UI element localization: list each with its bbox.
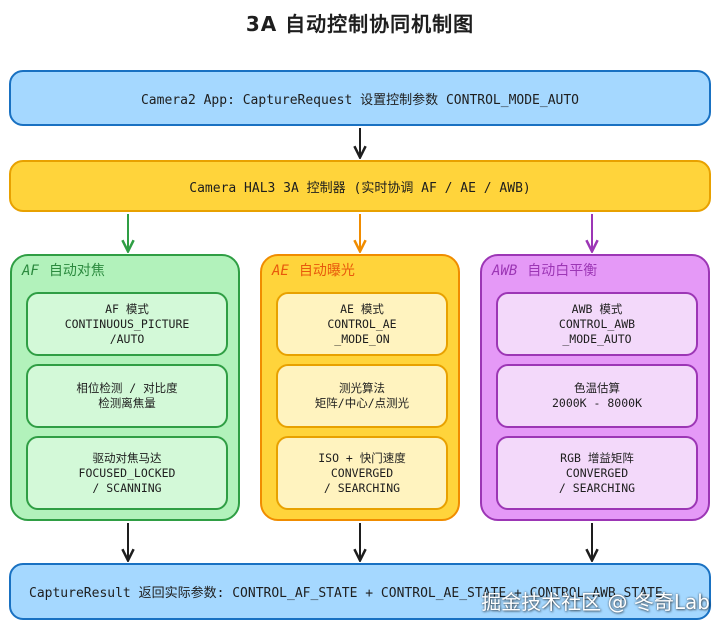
app-layer-box: Camera2 App: CaptureRequest 设置控制参数 CONTR… bbox=[9, 70, 711, 126]
awb-colortemp-card-line: 色温估算 bbox=[574, 381, 620, 395]
af-detect-card-line: 相位检测 / 对比度 bbox=[76, 381, 178, 395]
ae-mode-card: AE 模式 CONTROL_AE _MODE_ON bbox=[276, 292, 448, 356]
af-detect-card: 相位检测 / 对比度 检测离焦量 bbox=[26, 364, 228, 428]
awb-name: 自动白平衡 bbox=[527, 263, 598, 279]
ae-abbr: AE bbox=[272, 263, 289, 279]
awb-mode-card-line: CONTROL_AWB bbox=[558, 316, 636, 331]
ae-exposure-card: ISO + 快门速度 CONVERGED / SEARCHING bbox=[276, 436, 448, 510]
awb-mode-card-line: _MODE_AUTO bbox=[562, 331, 632, 346]
ae-mode-card-line: _MODE_ON bbox=[334, 331, 390, 346]
ae-metering-card: 测光算法 矩阵/中心/点测光 bbox=[276, 364, 448, 428]
awb-mode-card-line: AWB 模式 bbox=[571, 301, 623, 316]
ae-name: 自动曝光 bbox=[298, 263, 355, 279]
ae-panel-title: AE 自动曝光 bbox=[272, 260, 355, 280]
af-motor-card-line: FOCUSED_LOCKED bbox=[78, 465, 176, 480]
awb-abbr: AWB bbox=[492, 263, 518, 279]
result-layer-box: CaptureResult 返回实际参数: CONTROL_AF_STATE +… bbox=[9, 563, 711, 620]
ae-exposure-card-line: / SEARCHING bbox=[323, 480, 401, 495]
ae-panel: AE 自动曝光 AE 模式 CONTROL_AE _MODE_ON 测光算法 矩阵… bbox=[260, 254, 460, 521]
ae-exposure-card-line: ISO + 快门速度 bbox=[318, 450, 406, 465]
awb-mode-card: AWB 模式 CONTROL_AWB _MODE_AUTO bbox=[496, 292, 698, 356]
af-panel: AF 自动对焦 AF 模式 CONTINUOUS_PICTURE /AUTO 相位… bbox=[10, 254, 240, 521]
af-motor-card-line: / SCANNING bbox=[92, 480, 162, 495]
ae-mode-card-line: AE 模式 bbox=[340, 301, 384, 316]
ae-exposure-card-line: CONVERGED bbox=[330, 465, 394, 480]
af-detect-card-line: 检测离焦量 bbox=[98, 396, 156, 410]
diagram-title: 3A 自动控制协同机制图 bbox=[245, 12, 475, 36]
hal-layer-box: Camera HAL3 3A 控制器 (实时协调 AF / AE / AWB) bbox=[9, 160, 711, 212]
result-layer-label: CaptureResult 返回实际参数: CONTROL_AF_STATE +… bbox=[29, 586, 663, 601]
af-motor-card: 驱动对焦马达 FOCUSED_LOCKED / SCANNING bbox=[26, 436, 228, 510]
af-panel-title: AF 自动对焦 bbox=[22, 260, 105, 280]
awb-gain-card-line: CONVERGED bbox=[565, 465, 629, 480]
af-mode-card: AF 模式 CONTINUOUS_PICTURE /AUTO bbox=[26, 292, 228, 356]
awb-colortemp-card: 色温估算 2000K - 8000K bbox=[496, 364, 698, 428]
awb-gain-card-line: / SEARCHING bbox=[558, 480, 636, 495]
af-abbr: AF bbox=[22, 263, 39, 279]
watermark: 掘金技术社区 @ 冬奇Lab bbox=[481, 590, 710, 614]
awb-panel: AWB 自动白平衡 AWB 模式 CONTROL_AWB _MODE_AUTO 色… bbox=[480, 254, 710, 521]
hal-layer-label: Camera HAL3 3A 控制器 (实时协调 AF / AE / AWB) bbox=[189, 180, 531, 196]
ae-metering-card-line: 测光算法 bbox=[339, 381, 385, 395]
ae-mode-card-line: CONTROL_AE bbox=[327, 316, 397, 331]
ae-metering-card-line: 矩阵/中心/点测光 bbox=[314, 396, 410, 410]
af-motor-card-line: 驱动对焦马达 bbox=[92, 450, 162, 465]
awb-colortemp-card-line: 2000K - 8000K bbox=[551, 396, 642, 410]
awb-gain-card: RGB 增益矩阵 CONVERGED / SEARCHING bbox=[496, 436, 698, 510]
app-layer-label: Camera2 App: CaptureRequest 设置控制参数 CONTR… bbox=[140, 92, 580, 108]
af-name: 自动对焦 bbox=[48, 263, 105, 279]
af-mode-card-line: CONTINUOUS_PICTURE bbox=[64, 316, 190, 331]
af-mode-card-line: /AUTO bbox=[109, 331, 145, 346]
af-mode-card-line: AF 模式 bbox=[105, 301, 149, 316]
awb-gain-card-line: RGB 增益矩阵 bbox=[560, 450, 634, 465]
awb-panel-title: AWB 自动白平衡 bbox=[492, 260, 597, 280]
